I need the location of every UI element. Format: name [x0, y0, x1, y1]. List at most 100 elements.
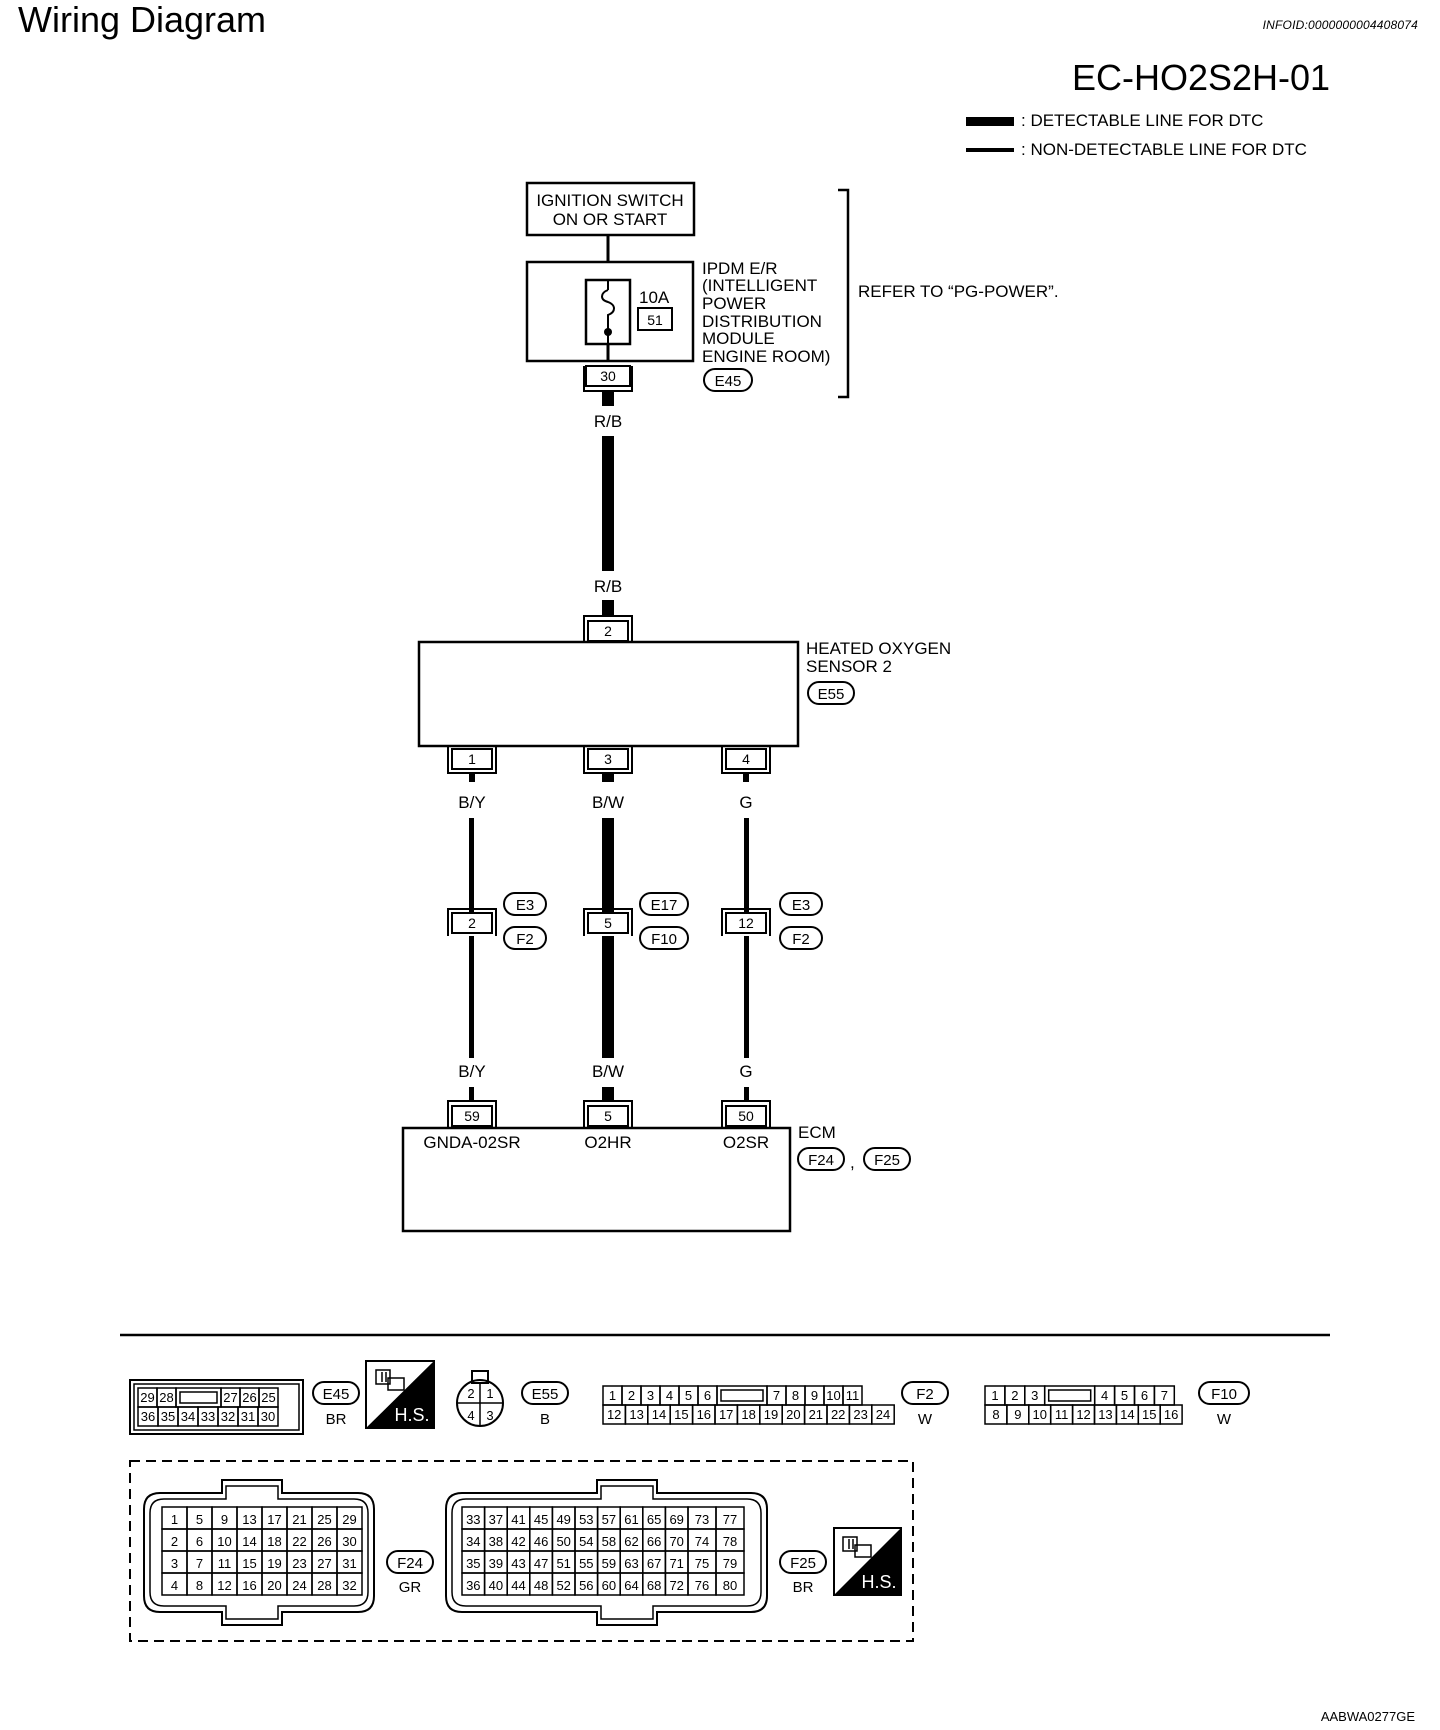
svg-text:14: 14	[1120, 1407, 1134, 1422]
wire-g-upper	[744, 818, 749, 913]
svg-text:2: 2	[1011, 1388, 1018, 1403]
diagram-code: EC-HO2S2H-01	[1072, 57, 1331, 98]
connector-cell: 53	[574, 1506, 599, 1530]
connector-cell: 47	[529, 1550, 554, 1574]
svg-text:22: 22	[292, 1534, 306, 1549]
hs-label: H.S.	[394, 1405, 429, 1425]
svg-text:66: 66	[647, 1534, 661, 1549]
svg-text:7: 7	[773, 1388, 780, 1403]
svg-text:2: 2	[628, 1388, 635, 1403]
connector-cell: 12	[211, 1572, 238, 1596]
connector-cell: 28	[311, 1572, 338, 1596]
svg-text:3: 3	[171, 1556, 178, 1571]
svg-text:6: 6	[196, 1534, 203, 1549]
ecm-pin-50: 50	[721, 1100, 771, 1128]
connector-cell: 54	[574, 1528, 599, 1552]
connector-cell: 25	[311, 1506, 338, 1530]
connector-cell: 14	[1115, 1404, 1140, 1425]
svg-text:35: 35	[466, 1556, 480, 1571]
connector-cell: 24	[286, 1572, 313, 1596]
svg-text:3: 3	[1031, 1388, 1038, 1403]
connector-cell: 40	[483, 1572, 508, 1596]
connector-cell: 60	[596, 1572, 621, 1596]
connector-cell: 42	[506, 1528, 531, 1552]
ipdm-line-3: POWER	[702, 294, 766, 313]
connector-cell: 4	[161, 1572, 188, 1596]
connector-face-e55: 2 1 4 3 E55 B	[456, 1370, 569, 1428]
svg-text:30: 30	[600, 368, 616, 384]
connector-cell: 6	[1133, 1385, 1156, 1406]
svg-text:B: B	[540, 1411, 550, 1428]
wire-color-bw-bottom: B/W	[592, 1062, 624, 1081]
svg-text:26: 26	[317, 1534, 331, 1549]
connector-cell: 24	[871, 1404, 895, 1425]
connector-cell: 77	[715, 1506, 745, 1530]
connector-cell: 35	[461, 1550, 486, 1574]
connector-cell: 48	[529, 1572, 554, 1596]
connector-cell: 3	[161, 1550, 188, 1574]
connector-cell: 43	[506, 1550, 531, 1574]
ecm-pin-59: 59	[447, 1100, 497, 1128]
connector-cell: 9	[804, 1385, 825, 1406]
connector-cell: 72	[664, 1572, 689, 1596]
svg-text:34: 34	[181, 1409, 195, 1424]
connector-cell: 20	[781, 1404, 806, 1425]
svg-text:E55: E55	[532, 1386, 559, 1403]
svg-text:E45: E45	[715, 373, 742, 390]
sensor-label-2: SENSOR 2	[806, 657, 892, 676]
svg-text:5: 5	[604, 1108, 612, 1124]
svg-text:63: 63	[624, 1556, 638, 1571]
svg-text:29: 29	[140, 1390, 154, 1405]
connector-tag-f25: F25	[863, 1147, 911, 1171]
svg-text:33: 33	[201, 1409, 215, 1424]
connector-cell: 22	[286, 1528, 313, 1552]
connector-cell: 13	[624, 1404, 649, 1425]
connector-cell: 19	[261, 1550, 288, 1574]
svg-text:24: 24	[292, 1578, 306, 1593]
svg-text:11: 11	[1055, 1407, 1069, 1422]
svg-text:26: 26	[242, 1390, 256, 1405]
svg-text:46: 46	[534, 1534, 548, 1549]
svg-text:68: 68	[647, 1578, 661, 1593]
connector-cell: 27	[311, 1550, 338, 1574]
svg-text:78: 78	[723, 1534, 737, 1549]
svg-text:41: 41	[511, 1512, 525, 1527]
connector-cell: 21	[286, 1506, 313, 1530]
svg-text:E55: E55	[818, 686, 845, 703]
fuse-amp: 10A	[639, 288, 670, 307]
connector-cell: 45	[529, 1506, 554, 1530]
sensor-pin-1: 1	[447, 746, 497, 774]
svg-text:1: 1	[468, 751, 476, 767]
connector-cell: 8	[984, 1404, 1008, 1425]
ipdm-line-1: IPDM E/R	[702, 259, 778, 278]
info-id: INFOID:0000000004408074	[1262, 18, 1418, 32]
connector-tag-e45: E45	[703, 368, 753, 392]
connector-cell: 18	[736, 1404, 761, 1425]
svg-text:F2: F2	[792, 931, 810, 948]
connector-cell: 9	[1006, 1404, 1030, 1425]
ecm-connector-group	[129, 1460, 914, 1642]
svg-text:73: 73	[695, 1512, 709, 1527]
svg-text:3: 3	[604, 751, 612, 767]
connector-cell: 52	[551, 1572, 576, 1596]
connector-cell: 9	[211, 1506, 238, 1530]
connector-cell: 35	[157, 1406, 179, 1427]
svg-text:GR: GR	[399, 1579, 422, 1596]
connector-cell: 32	[217, 1406, 239, 1427]
svg-text:65: 65	[647, 1512, 661, 1527]
svg-text:14: 14	[242, 1534, 256, 1549]
connector-cell: 41	[506, 1506, 531, 1530]
connector-cell: 20	[261, 1572, 288, 1596]
connector-cell: 30	[257, 1406, 279, 1427]
svg-text:52: 52	[556, 1578, 570, 1593]
connector-cell: 64	[619, 1572, 644, 1596]
svg-text:54: 54	[579, 1534, 593, 1549]
svg-text:30: 30	[342, 1534, 356, 1549]
svg-text:74: 74	[695, 1534, 709, 1549]
svg-text:25: 25	[261, 1390, 275, 1405]
svg-text:E3: E3	[516, 897, 534, 914]
svg-text:17: 17	[267, 1512, 281, 1527]
figure-code: AABWA0277GE	[1320, 1709, 1415, 1724]
connector-cell: 5	[186, 1506, 213, 1530]
connector-cell: 56	[574, 1572, 599, 1596]
